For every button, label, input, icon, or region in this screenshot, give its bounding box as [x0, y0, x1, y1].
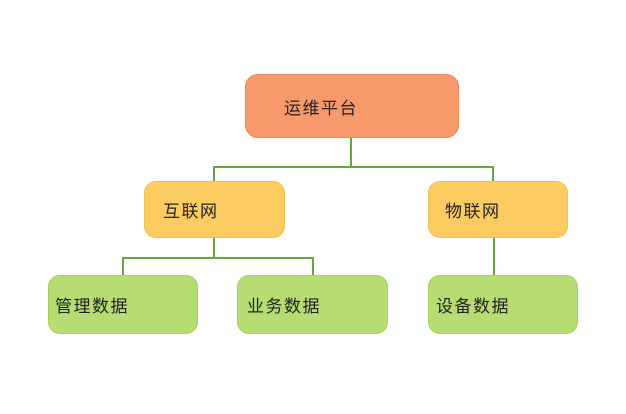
node-platform: 运维平台: [245, 74, 459, 138]
node-management-data: 管理数据: [48, 275, 198, 334]
node-device-data-label: 设备数据: [436, 297, 510, 316]
node-business-data-label: 业务数据: [247, 297, 321, 316]
connector-drop-management-data: [122, 257, 124, 276]
connector-platform-rail: [213, 166, 494, 168]
connector-drop-business-data: [312, 257, 314, 276]
node-business-data: 业务数据: [237, 275, 388, 334]
connector-internet-rail: [122, 257, 314, 259]
node-device-data: 设备数据: [428, 275, 578, 334]
node-iot-label: 物联网: [445, 202, 501, 221]
connector-platform-stem: [350, 138, 352, 168]
connector-internet-stem: [213, 238, 215, 259]
connector-iot-device-data: [493, 238, 495, 276]
node-iot: 物联网: [428, 181, 568, 238]
node-management-data-label: 管理数据: [55, 297, 129, 316]
node-platform-label: 运维平台: [284, 98, 358, 118]
connector-drop-iot: [492, 166, 494, 182]
node-internet: 互联网: [144, 181, 285, 238]
node-internet-label: 互联网: [163, 202, 219, 221]
connector-drop-internet: [213, 166, 215, 182]
